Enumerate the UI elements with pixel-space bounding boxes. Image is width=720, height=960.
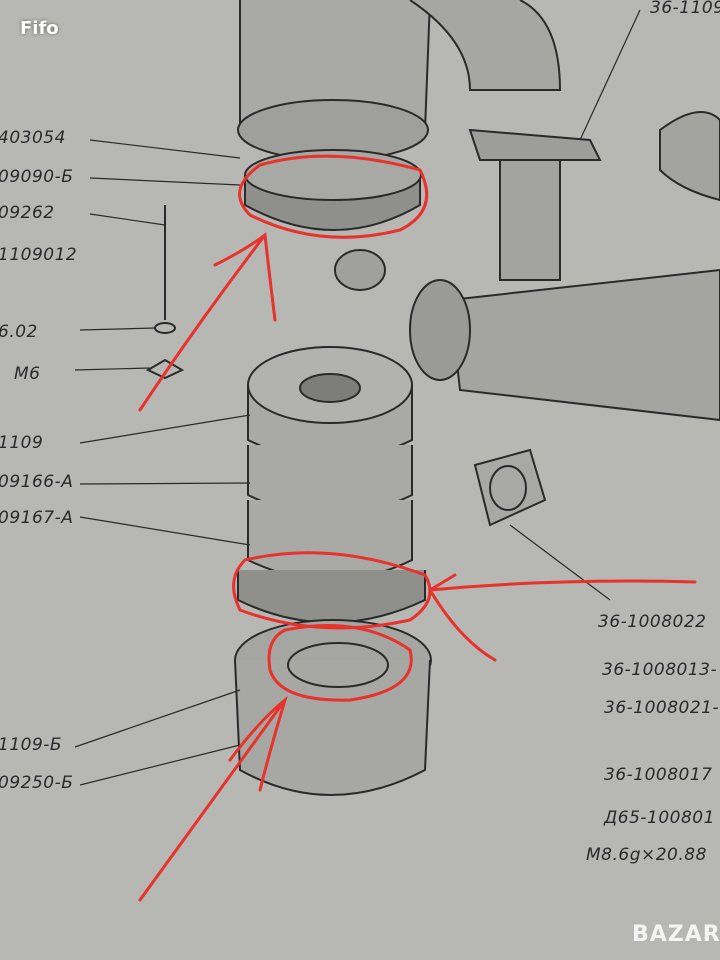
part-label: 09262 <box>0 203 55 223</box>
foam-filter-stack <box>237 346 426 624</box>
part-label: 09090-Б <box>0 167 74 187</box>
red-annotations <box>138 154 697 902</box>
intake-pipe <box>409 0 562 91</box>
part-label: 36-1109 <box>650 0 720 18</box>
part-label: 09250-Б <box>0 773 74 793</box>
part-label: 09166-А <box>0 472 74 492</box>
part-label: М6 <box>14 364 41 384</box>
exhaust-pipe <box>448 268 720 422</box>
watermark-fifo: Fifo <box>20 18 59 39</box>
part-label: 403054 <box>0 128 66 148</box>
part-label: Д65-100801 <box>604 808 715 828</box>
annotation-circle-top <box>238 154 429 239</box>
leader-lines <box>74 9 641 786</box>
part-label: М8.6g×20.88 <box>586 845 707 865</box>
part-label: 36-1008013- <box>602 660 718 680</box>
annotation-arrow-middle <box>428 573 697 662</box>
flange-column <box>499 159 561 281</box>
part-label: 36-1008022 <box>598 612 707 632</box>
part-label: 36-1008017 <box>604 765 713 785</box>
gasket <box>473 448 547 527</box>
part-label: 6.02 <box>0 322 38 342</box>
watermark-bazar: BAZAR <box>632 922 720 947</box>
annotation-circle-bottom <box>267 624 413 702</box>
part-label: 09167-А <box>0 508 74 528</box>
part-label: 1109012 <box>0 245 78 265</box>
part-label: 1109-Б <box>0 735 63 755</box>
part-label: 1109 <box>0 433 44 453</box>
annotation-circle-middle <box>232 551 432 630</box>
part-label: 36-1008021- <box>604 698 720 718</box>
annotation-arrow-top <box>138 232 277 412</box>
annotation-arrow-bottom <box>138 695 288 902</box>
